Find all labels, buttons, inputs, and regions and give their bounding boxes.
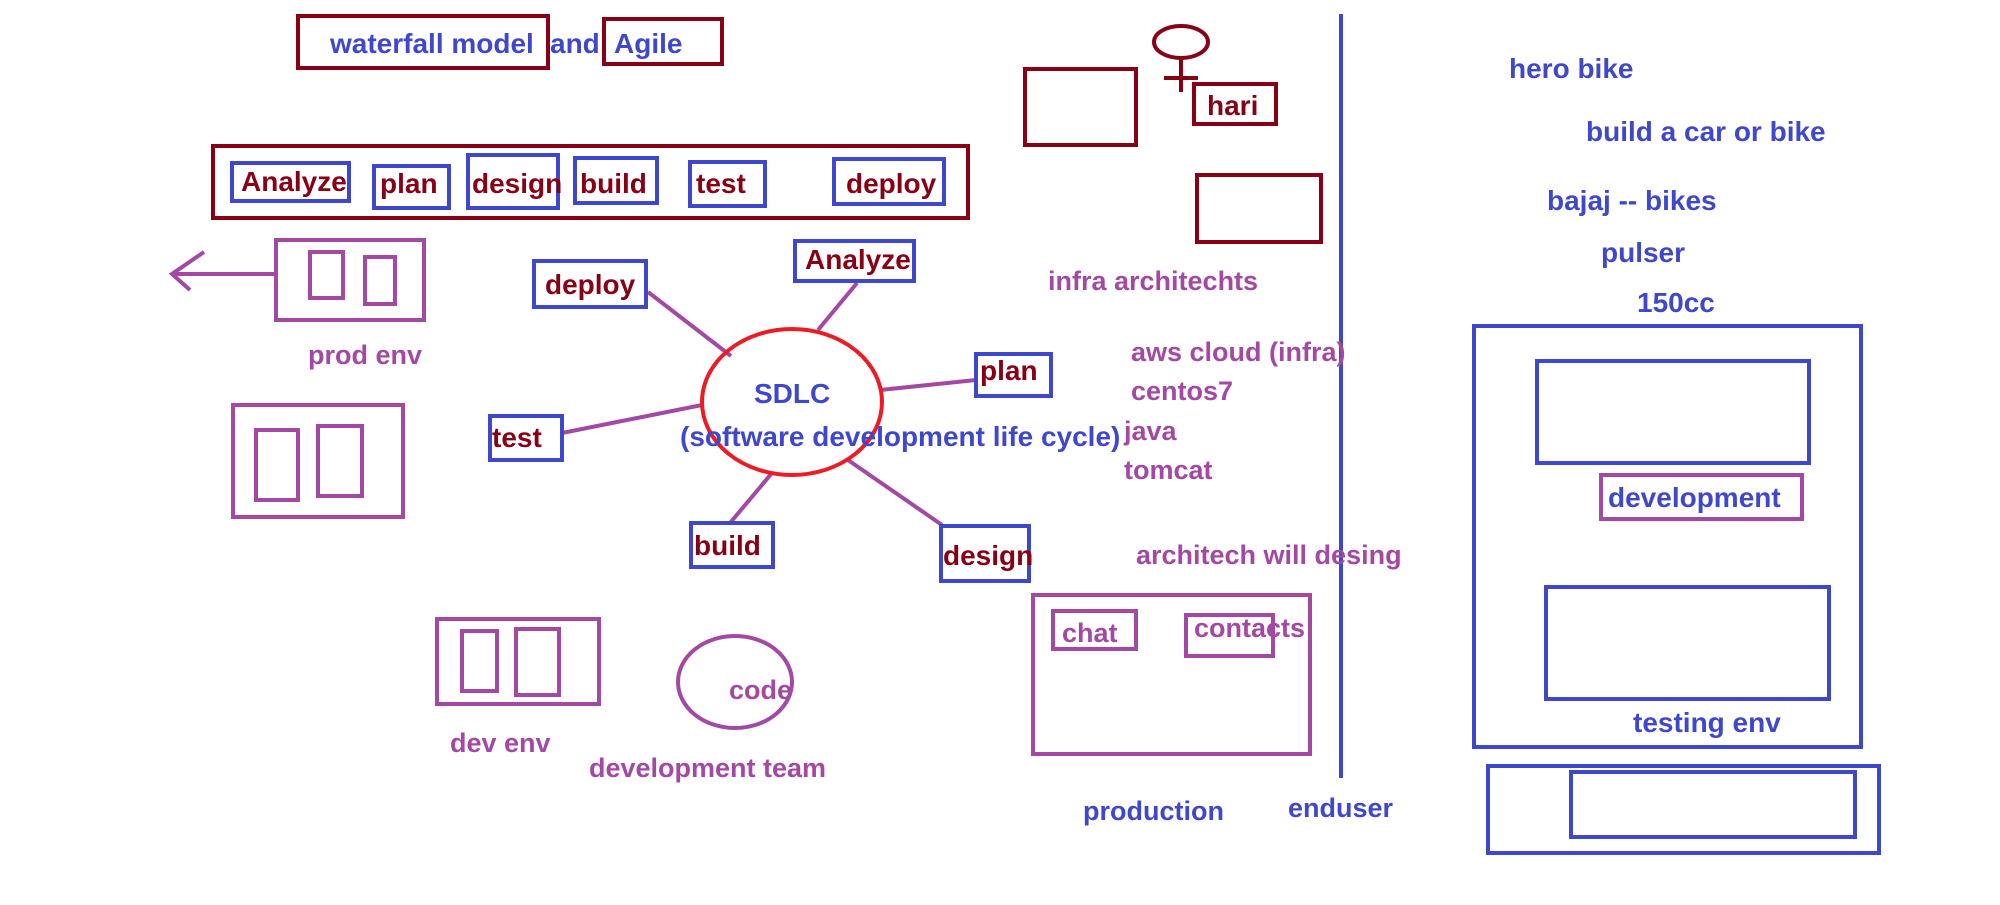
stack-tomcat: tomcat (1124, 455, 1213, 485)
right-panel-box (1472, 324, 1863, 749)
infra-box-1 (1023, 67, 1138, 147)
sdlc-design-label: design (943, 540, 1034, 571)
arrow-head (168, 250, 206, 292)
middle-server-1 (254, 428, 300, 502)
development-label-box (1599, 473, 1804, 521)
sdlc-full-name: (software development life cycle) (680, 421, 1121, 452)
hari-box (1192, 82, 1278, 126)
phase-deploy: deploy (846, 168, 937, 199)
development-label: development (1608, 482, 1781, 513)
sdlc-ellipse (700, 327, 884, 477)
phase-test: test (696, 168, 746, 199)
dev-env-label: dev env (450, 728, 551, 758)
stack-java: java (1124, 416, 1177, 446)
contacts-label: contacts (1194, 613, 1306, 643)
sdlc-title: SDLC (754, 378, 831, 409)
spoke-box-test (488, 414, 564, 462)
production-box (1031, 593, 1312, 756)
prod-server-2 (363, 255, 397, 306)
bottom-outer-box (1486, 764, 1881, 855)
waterfall-box (296, 14, 550, 70)
phase-design: design (472, 168, 563, 199)
spoke-box-design (939, 524, 1031, 583)
and-label: and (550, 28, 600, 59)
architect-note: architech will desing (1136, 540, 1402, 570)
note-build-car: build a car or bike (1586, 116, 1826, 147)
spoke-test (561, 403, 703, 435)
spoke-box-deploy (532, 259, 648, 309)
dev-server-1 (460, 629, 499, 693)
phase-box-deploy (832, 157, 946, 206)
contacts-box (1184, 613, 1275, 658)
development-screen-box (1535, 359, 1811, 465)
sdlc-build-label: build (694, 530, 761, 561)
person-head (1152, 24, 1210, 60)
middle-env-box (231, 403, 405, 519)
phase-box-plan (372, 164, 451, 210)
spoke-deploy (646, 290, 733, 358)
middle-server-2 (316, 424, 364, 498)
spoke-box-analyze (793, 239, 916, 283)
infra-box-2 (1195, 173, 1323, 244)
spoke-plan (879, 378, 977, 392)
spoke-box-build (689, 521, 775, 569)
phase-box-design (466, 153, 560, 210)
sdlc-analyze-label: Analyze (805, 244, 911, 275)
phase-plan: plan (380, 168, 438, 199)
infra-architects-label: infra architechts (1048, 266, 1259, 296)
spoke-build (728, 471, 774, 525)
dev-server-2 (514, 627, 561, 697)
note-bajaj: bajaj -- bikes (1547, 185, 1717, 216)
code-ellipse (676, 634, 794, 730)
testing-env-label: testing env (1633, 707, 1781, 738)
prod-env-label: prod env (308, 340, 423, 370)
development-team-label: development team (589, 753, 827, 783)
phase-build: build (580, 168, 647, 199)
hari-label: hari (1207, 90, 1259, 121)
code-label: code (729, 675, 793, 705)
stack-centos: centos7 (1131, 376, 1234, 406)
note-150cc: 150cc (1637, 287, 1715, 318)
agile-box (602, 17, 724, 66)
phases-bar (211, 144, 970, 220)
spoke-analyze (816, 281, 859, 332)
waterfall-label: waterfall model (330, 28, 534, 59)
chat-label: chat (1062, 618, 1118, 648)
sdlc-plan-label: plan (980, 355, 1038, 386)
spoke-box-plan (974, 352, 1053, 398)
phase-analyze: Analyze (241, 166, 347, 197)
phase-box-test (688, 160, 767, 208)
sdlc-test-label: test (492, 422, 542, 453)
note-hero-bike: hero bike (1509, 53, 1634, 84)
dev-env-box (435, 617, 601, 706)
chat-box (1051, 609, 1138, 651)
prod-server-1 (308, 250, 345, 300)
bottom-inner-box (1569, 770, 1857, 839)
stack-aws: aws cloud (infra) (1131, 337, 1346, 367)
spoke-design (846, 458, 944, 527)
production-label: production (1083, 796, 1224, 826)
sdlc-deploy-label: deploy (545, 269, 636, 300)
testing-screen-box (1544, 585, 1831, 701)
prod-env-box (274, 238, 426, 322)
note-pulser: pulser (1601, 237, 1686, 268)
phase-box-analyze (230, 161, 351, 203)
agile-label: Agile (614, 28, 683, 59)
enduser-label: enduser (1288, 793, 1394, 823)
phase-box-build (573, 156, 659, 205)
